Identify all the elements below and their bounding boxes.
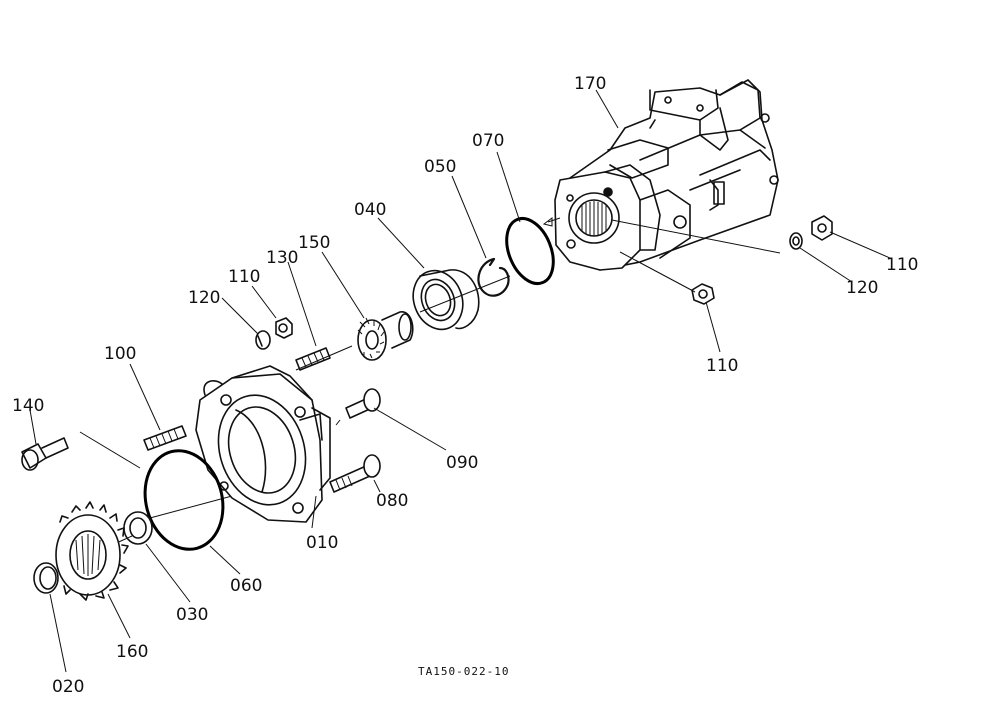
label-080: 080 bbox=[376, 491, 408, 511]
nut-110-lower bbox=[691, 283, 715, 305]
o-ring-070 bbox=[505, 217, 555, 285]
o-ring-060 bbox=[143, 449, 225, 551]
gear-160 bbox=[55, 501, 129, 601]
label-170: 170 bbox=[574, 74, 606, 94]
label-100: 100 bbox=[104, 344, 136, 364]
label-040: 040 bbox=[354, 200, 386, 220]
label-150: 150 bbox=[298, 233, 330, 253]
label-070: 070 bbox=[472, 131, 504, 151]
adapter-housing-010 bbox=[195, 365, 331, 523]
label-140: 140 bbox=[12, 396, 44, 416]
label-120-right: 120 bbox=[846, 278, 878, 298]
label-090: 090 bbox=[446, 453, 478, 473]
label-110-lower: 110 bbox=[706, 356, 738, 376]
ring-020 bbox=[33, 562, 59, 594]
label-120-upper: 120 bbox=[188, 288, 220, 308]
collar-030 bbox=[123, 511, 153, 545]
label-130: 130 bbox=[266, 248, 298, 268]
part-labels: 170 070 050 040 150 130 110 120 110 120 … bbox=[12, 74, 918, 697]
leader-lines bbox=[29, 89, 891, 673]
label-010: 010 bbox=[306, 533, 338, 553]
nut-110-right bbox=[811, 215, 833, 241]
gear-shaft-150 bbox=[357, 311, 414, 361]
washer-120-upper bbox=[255, 330, 271, 350]
stud-100 bbox=[143, 425, 187, 451]
pump-body-part-170 bbox=[554, 79, 779, 271]
label-110-upper: 110 bbox=[228, 267, 260, 287]
label-020: 020 bbox=[52, 677, 84, 697]
label-050: 050 bbox=[424, 157, 456, 177]
nut-110-upper bbox=[275, 317, 293, 339]
bearing-040 bbox=[412, 269, 480, 331]
label-110-right: 110 bbox=[886, 255, 918, 275]
bolt-140 bbox=[21, 437, 69, 471]
label-160: 160 bbox=[116, 642, 148, 662]
bolt-080 bbox=[329, 454, 381, 493]
figure-code: TA150-022-10 bbox=[418, 665, 509, 678]
assembly-axis-lines bbox=[79, 217, 781, 546]
label-060: 060 bbox=[230, 576, 262, 596]
bolt-090 bbox=[345, 388, 381, 419]
stud-130 bbox=[295, 347, 331, 371]
label-030: 030 bbox=[176, 605, 208, 625]
snap-ring-050 bbox=[477, 257, 510, 297]
washer-120-right bbox=[789, 232, 803, 250]
